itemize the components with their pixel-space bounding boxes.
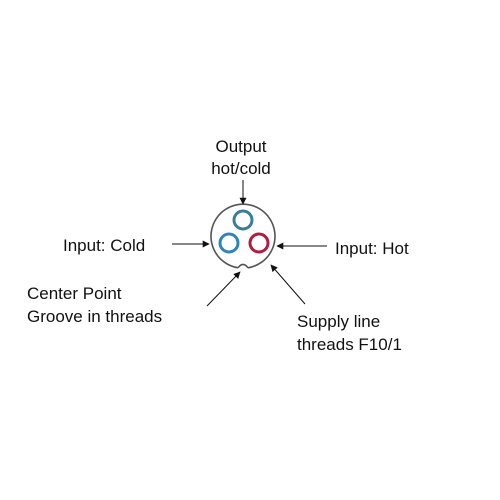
input-cold-label: Input: Cold — [63, 236, 145, 255]
cold-port — [218, 232, 240, 254]
center-groove-notch — [237, 263, 249, 269]
supply-line-label-line1: Supply line — [297, 312, 380, 331]
hot-port — [248, 232, 270, 254]
input-hot-label: Input: Hot — [335, 239, 409, 258]
supply-line-arrow — [270, 264, 306, 305]
center-point-arrow — [206, 271, 241, 307]
output-label-line2: hot/cold — [211, 159, 271, 178]
output-label-line1: Output — [215, 137, 266, 156]
center-point-label-line2: Groove in threads — [27, 307, 162, 326]
supply-line-label-line2: threads F10/1 — [297, 335, 402, 354]
output-port — [232, 209, 254, 231]
center-point-label-line1: Center Point — [27, 284, 122, 303]
